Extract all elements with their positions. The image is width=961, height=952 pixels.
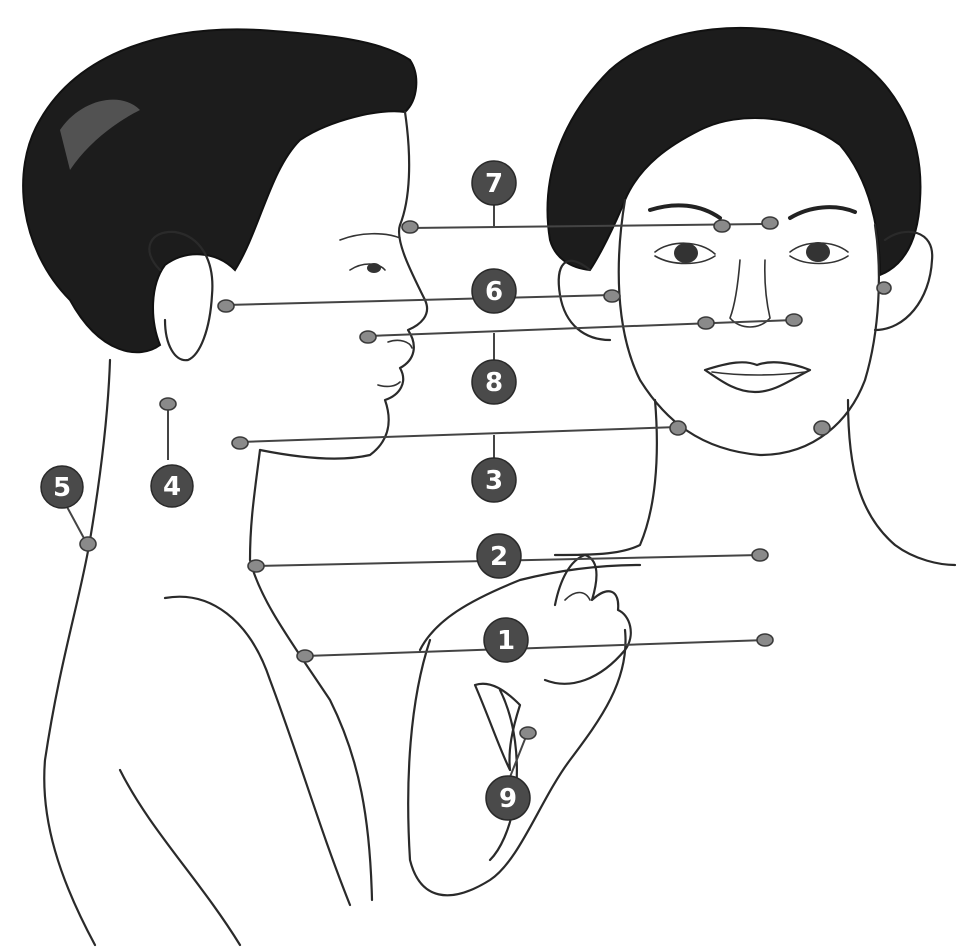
leader-line-9 bbox=[510, 734, 527, 777]
point-dot bbox=[232, 437, 248, 449]
badge-8-label: 8 bbox=[485, 368, 503, 398]
leader-line-5 bbox=[66, 505, 86, 542]
badge-9-label: 9 bbox=[499, 784, 517, 814]
point-dot bbox=[604, 290, 620, 302]
point-dot bbox=[762, 217, 778, 229]
badge-3: 3 bbox=[472, 458, 516, 502]
point-dot bbox=[80, 537, 96, 551]
badge-2-label: 2 bbox=[490, 542, 508, 572]
point-dot bbox=[877, 282, 891, 294]
leader-line-1 bbox=[305, 640, 765, 656]
side-figure-face-profile bbox=[260, 112, 427, 459]
front-figure-hair bbox=[548, 28, 921, 275]
leader-line-6 bbox=[226, 295, 612, 305]
leader-line-3 bbox=[240, 427, 678, 442]
point-dot bbox=[297, 650, 313, 662]
badge-9: 9 bbox=[486, 776, 530, 820]
point-dot bbox=[757, 634, 773, 646]
badge-8: 8 bbox=[472, 360, 516, 404]
badge-3-label: 3 bbox=[485, 466, 503, 496]
point-dot bbox=[814, 421, 830, 435]
point-dot bbox=[248, 560, 264, 572]
badge-5-label: 5 bbox=[53, 473, 71, 503]
leader-line-8 bbox=[368, 320, 794, 336]
point-dot bbox=[218, 300, 234, 312]
point-dot bbox=[714, 220, 730, 232]
badge-6: 6 bbox=[472, 269, 516, 313]
badge-2: 2 bbox=[477, 534, 521, 578]
badge-4: 4 bbox=[151, 465, 193, 507]
point-dot bbox=[670, 421, 686, 435]
badge-1-label: 1 bbox=[497, 626, 515, 656]
point-dot bbox=[752, 549, 768, 561]
point-dot bbox=[698, 317, 714, 329]
badge-7: 7 bbox=[472, 161, 516, 205]
side-figure-neck-back bbox=[44, 360, 110, 945]
point-dot bbox=[402, 221, 418, 233]
badge-4-label: 4 bbox=[163, 472, 181, 502]
badge-1: 1 bbox=[484, 618, 528, 662]
badge-6-label: 6 bbox=[485, 277, 503, 307]
point-dot bbox=[520, 727, 536, 739]
badge-7-label: 7 bbox=[485, 169, 503, 199]
side-profile-figure bbox=[23, 29, 640, 945]
badge-5: 5 bbox=[41, 466, 83, 508]
point-dot bbox=[786, 314, 802, 326]
point-dot bbox=[360, 331, 376, 343]
point-dot bbox=[160, 398, 176, 410]
side-figure-hand bbox=[545, 555, 631, 684]
